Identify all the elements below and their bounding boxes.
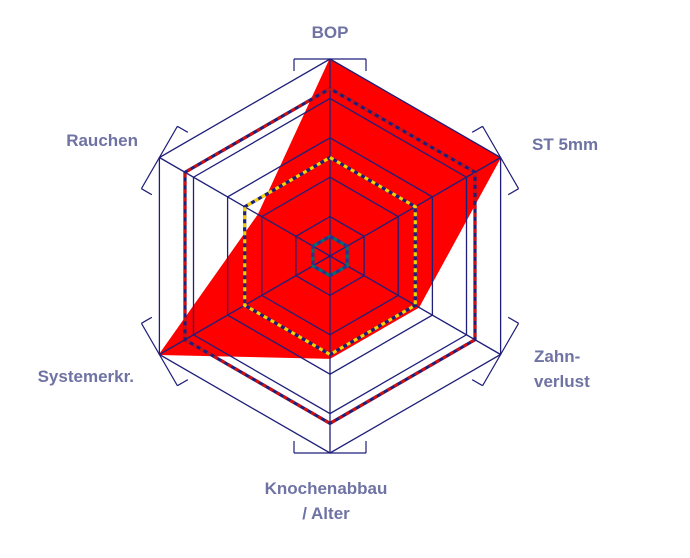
axis-label-line: Zahn-: [534, 347, 580, 366]
axis-label-0: BOP: [312, 23, 349, 42]
axis-label-3: Knochenabbau / Alter: [265, 479, 388, 523]
reference-ring-dash-1: [243, 155, 417, 357]
axis-label-1: ST 5mm: [532, 135, 598, 154]
axis-label-line: verlust: [534, 372, 590, 391]
axis-label-5: Rauchen: [66, 131, 138, 150]
grid-layer: [158, 58, 502, 454]
axis-label-2: Zahn-verlust: [534, 347, 590, 391]
axis-label-line: ST 5mm: [532, 135, 598, 154]
axis-label-line: / Alter: [302, 504, 350, 523]
axis-label-line: Rauchen: [66, 131, 138, 150]
axis-label-line: Systemerkr.: [38, 367, 134, 386]
reference-rings: [183, 86, 477, 426]
axis-label-line: Knochenabbau: [265, 479, 388, 498]
reference-ring-2: [183, 86, 477, 426]
reference-ring-dash-0: [311, 234, 349, 278]
axis-label-line: BOP: [312, 23, 349, 42]
axis-label-4: Systemerkr.: [38, 367, 134, 386]
